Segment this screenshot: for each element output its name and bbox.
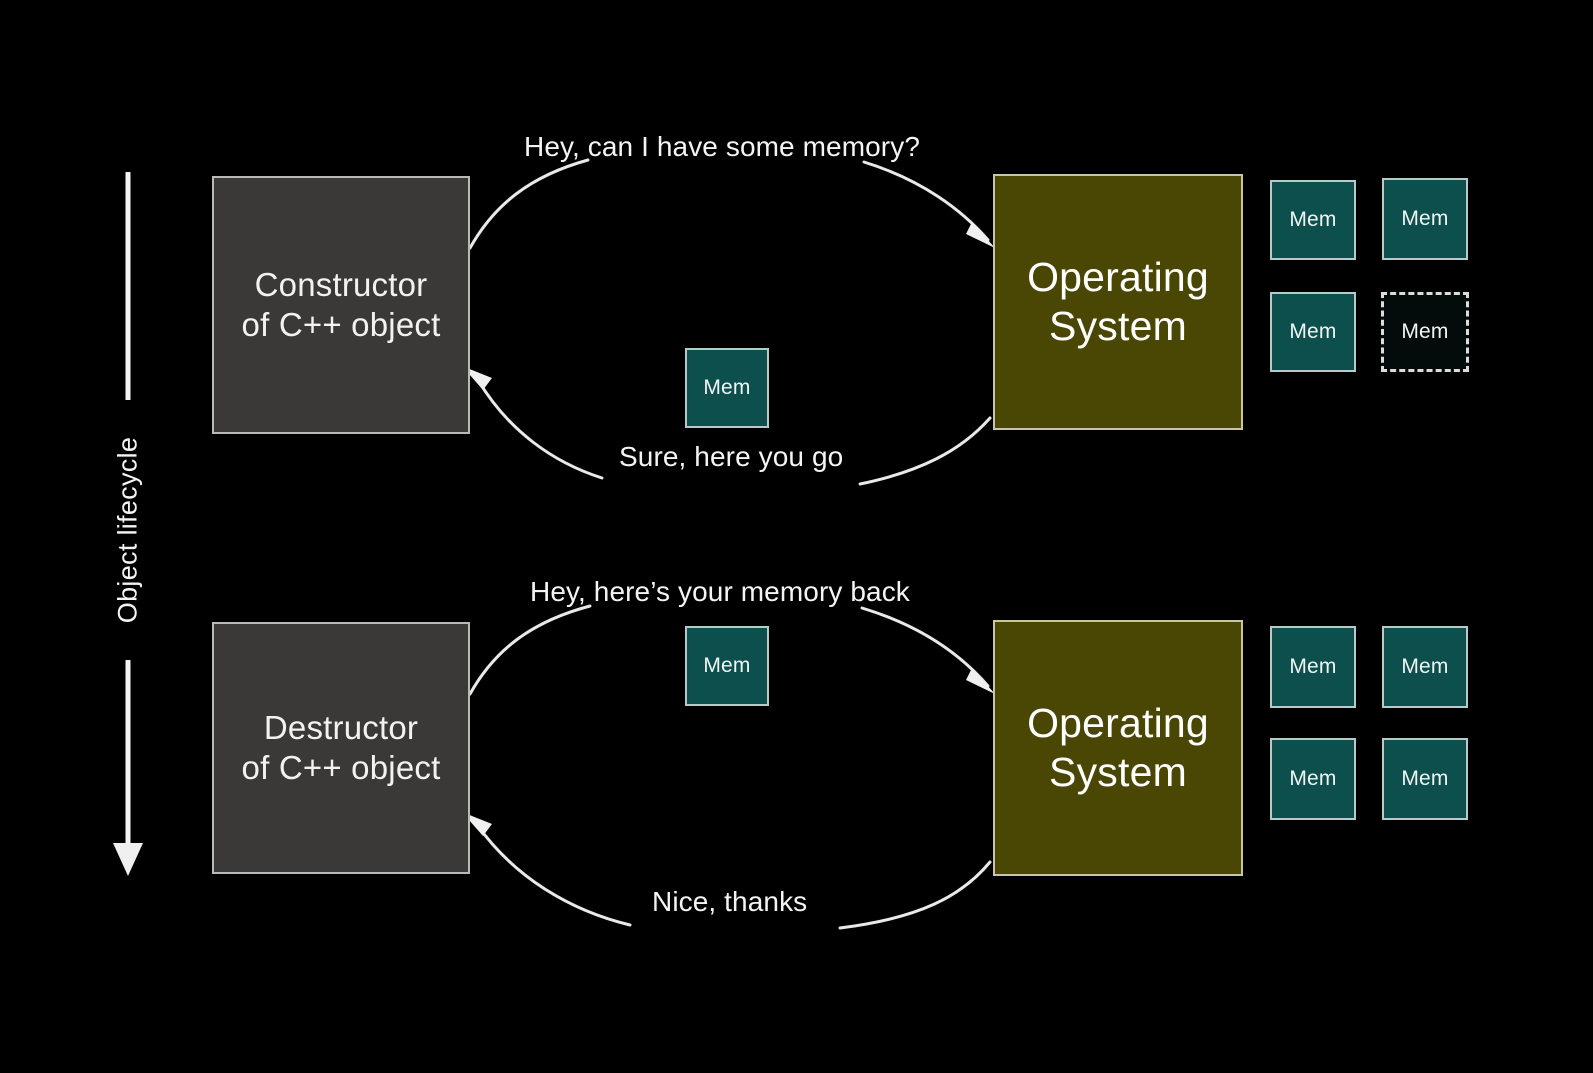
constructor-box[interactable]: Constructor of C++ object <box>212 176 470 434</box>
allocation-request-arc-left <box>468 158 590 250</box>
operating-system-box-top[interactable]: Operating System <box>993 174 1243 430</box>
mem-pool-bottom-block-1[interactable]: Mem <box>1270 626 1356 708</box>
mem-pool-top-block-3[interactable]: Mem <box>1270 292 1356 372</box>
transferred-mem-block-allocation[interactable]: Mem <box>685 348 769 428</box>
allocation-response-arc-right <box>858 416 992 486</box>
mem-pool-top-block-1[interactable]: Mem <box>1270 180 1356 260</box>
deallocation-response-arc-right <box>838 860 992 930</box>
transferred-mem-block-deallocation[interactable]: Mem <box>685 626 769 706</box>
allocation-request-arc-right <box>862 160 990 242</box>
allocation-request-caption: Hey, can I have some memory? <box>524 131 920 162</box>
mem-pool-bottom-block-3[interactable]: Mem <box>1270 738 1356 820</box>
destructor-box-line1: Destructor <box>263 708 419 746</box>
mem-pool-top-block-4-free[interactable]: Mem <box>1381 292 1469 372</box>
mem-pool-bottom-block-2[interactable]: Mem <box>1382 626 1468 708</box>
destructor-box-line2: of C++ object <box>241 749 441 786</box>
constructor-box-line1: Constructor <box>254 265 428 303</box>
deallocation-request-arc-right <box>860 606 990 688</box>
deallocation-request-arrowhead <box>966 668 995 694</box>
destructor-box[interactable]: Destructor of C++ object <box>212 622 470 874</box>
allocation-response-caption: Sure, here you go <box>619 441 844 472</box>
deallocation-response-caption: Nice, thanks <box>652 886 808 917</box>
operating-system-box-bottom[interactable]: Operating System <box>993 620 1243 876</box>
allocation-response-arc-left <box>476 378 604 480</box>
operating-system-box-bottom-line2: System <box>1049 749 1187 795</box>
operating-system-box-bottom-line1: Operating <box>1027 699 1209 746</box>
mem-pool-bottom-block-4[interactable]: Mem <box>1382 738 1468 820</box>
mem-pool-top-block-2[interactable]: Mem <box>1382 178 1468 260</box>
allocation-request-arrowhead <box>966 222 995 248</box>
deallocation-response-arc-left <box>476 824 632 927</box>
operating-system-box-top-line2: System <box>1049 303 1187 349</box>
constructor-box-line2: of C++ object <box>241 306 441 343</box>
deallocation-request-arc-left <box>468 604 592 696</box>
allocation-request-arrow <box>468 158 995 250</box>
lifecycle-axis-arrowhead <box>113 843 143 876</box>
deallocation-request-caption: Hey, here’s your memory back <box>530 576 910 607</box>
operating-system-box-top-line1: Operating <box>1027 253 1209 300</box>
object-lifecycle-label: Object lifecycle <box>112 436 143 624</box>
